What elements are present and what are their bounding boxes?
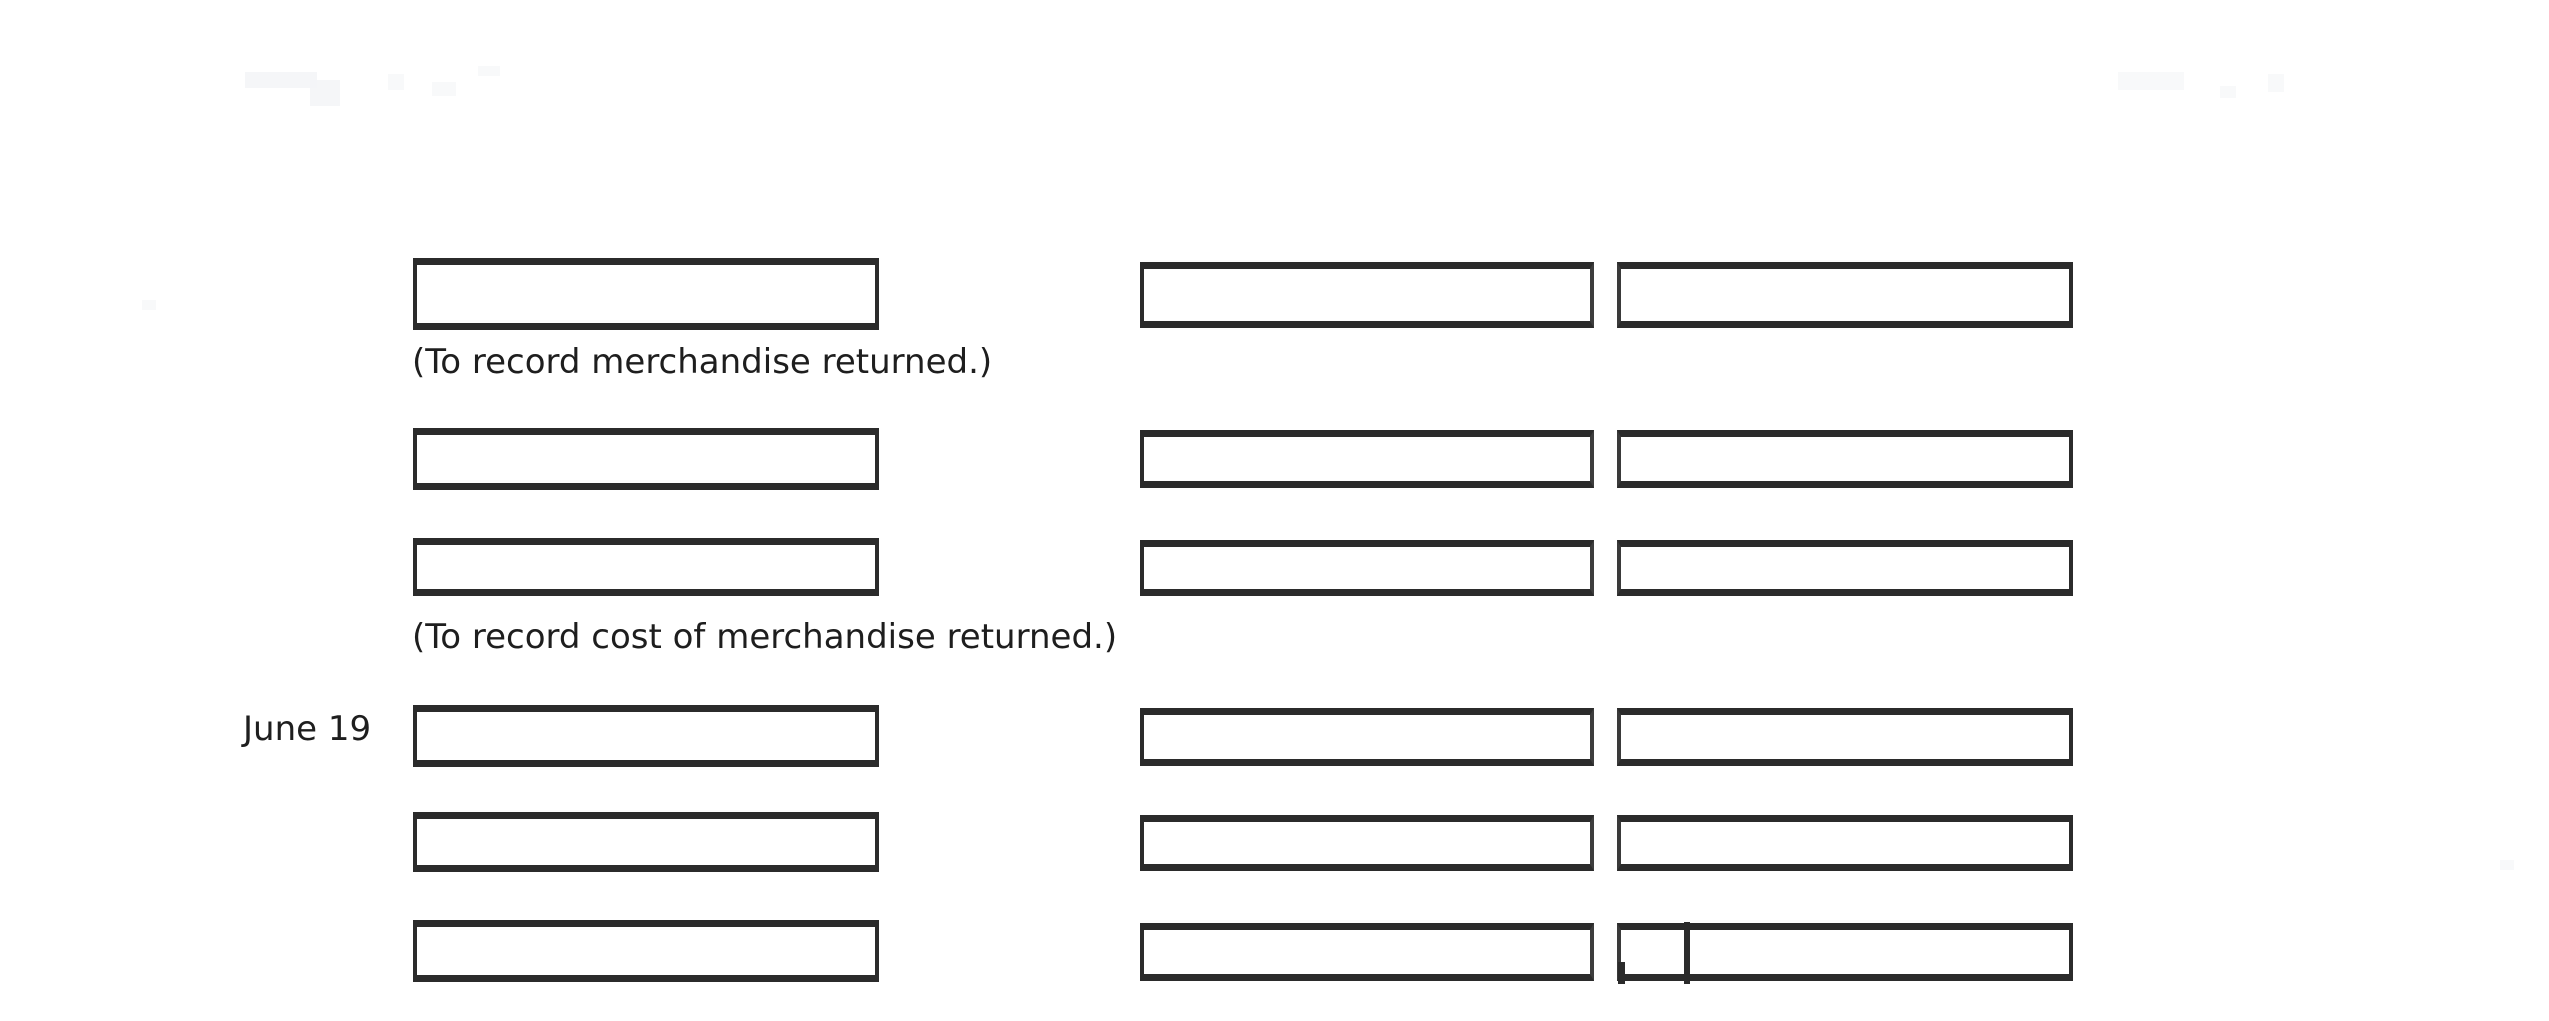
credit-field-row-4[interactable] (1617, 708, 2073, 766)
debit-field-row-2[interactable] (1140, 430, 1594, 488)
scan-artifact-left-margin (142, 300, 156, 310)
credit-field-row-2[interactable] (1617, 430, 2073, 488)
scan-artifact-top-right-3 (2268, 74, 2284, 92)
scan-artifact-stroke (1684, 922, 1690, 984)
scan-artifact-top-left-5 (478, 66, 500, 76)
scan-artifact-top-left-4 (432, 82, 456, 96)
debit-field-row-4[interactable] (1140, 708, 1594, 766)
credit-field-row-6[interactable] (1617, 923, 2073, 981)
scan-artifact-top-right-2 (2220, 86, 2236, 98)
account-field-row-2[interactable] (413, 428, 879, 490)
credit-field-row-5[interactable] (1617, 815, 2073, 871)
scan-artifact-top-left-3 (388, 74, 404, 90)
account-field-row-3[interactable] (413, 538, 879, 596)
debit-field-row-3[interactable] (1140, 540, 1594, 596)
scan-artifact-tick (1618, 962, 1625, 984)
account-field-row-4[interactable] (413, 705, 879, 767)
credit-field-row-1[interactable] (1617, 262, 2073, 328)
account-field-row-5[interactable] (413, 812, 879, 872)
debit-field-row-6[interactable] (1140, 923, 1594, 981)
date-label-june-19: June 19 (243, 709, 372, 749)
debit-field-row-1[interactable] (1140, 262, 1594, 328)
account-field-row-6[interactable] (413, 920, 879, 982)
scan-artifact-right-margin (2500, 860, 2514, 870)
caption-merchandise-returned: (To record merchandise returned.) (412, 342, 993, 382)
caption-cost-of-merchandise-returned: (To record cost of merchandise returned.… (412, 617, 1118, 657)
debit-field-row-5[interactable] (1140, 815, 1594, 871)
scan-artifact-top-left (245, 72, 317, 88)
scan-artifact-top-left-2 (310, 80, 340, 106)
account-field-row-1[interactable] (413, 258, 879, 330)
credit-field-row-3[interactable] (1617, 540, 2073, 596)
scan-artifact-top-right (2118, 72, 2184, 90)
